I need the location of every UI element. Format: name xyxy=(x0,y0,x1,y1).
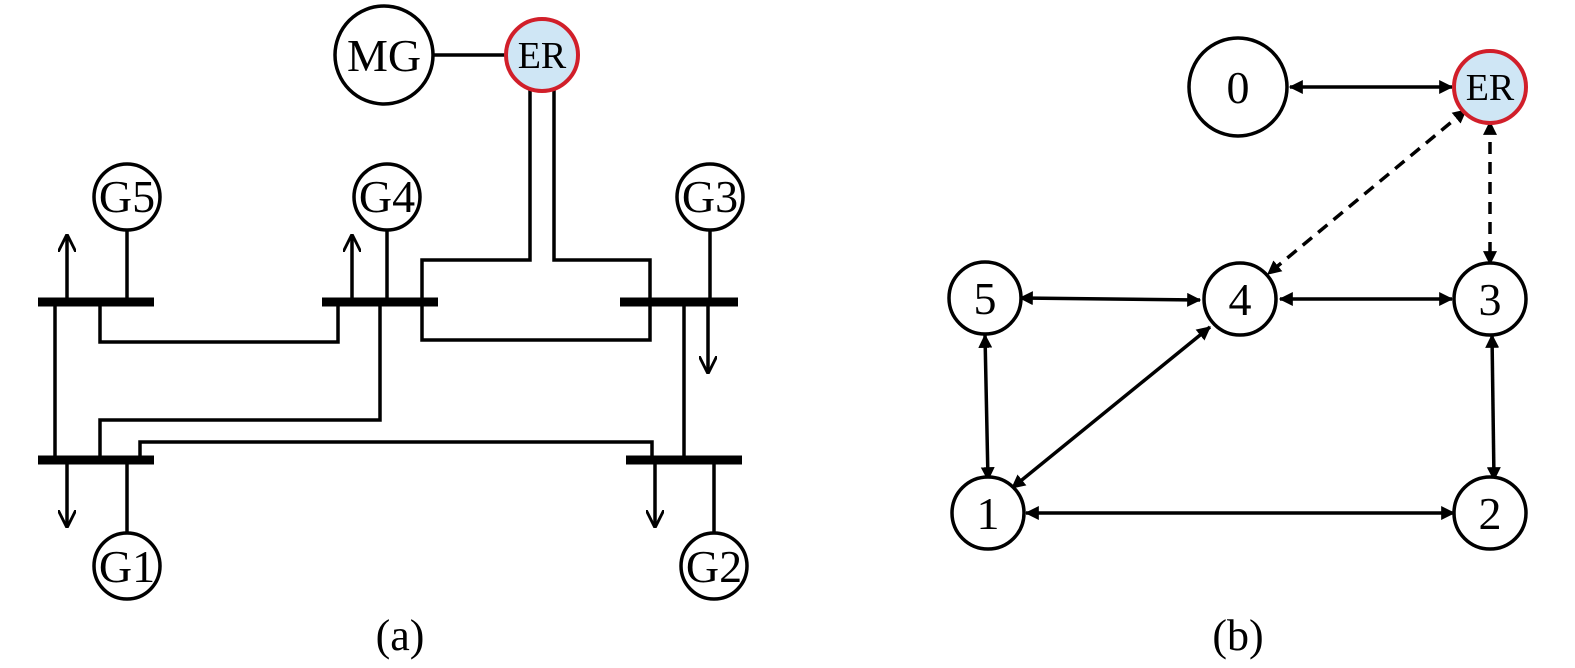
graph-node-1: 1 xyxy=(950,475,1026,551)
graph-node-0: 0 xyxy=(1187,36,1289,138)
line-bus1-bus2 xyxy=(138,440,654,460)
edge-4-1 xyxy=(1010,325,1212,490)
microgrid-node: MG xyxy=(333,4,435,106)
graph-node-2: 2 xyxy=(1452,475,1528,551)
caption-a: (a) xyxy=(376,611,425,660)
node-label: ER xyxy=(1466,67,1515,109)
generator-label: G4 xyxy=(359,171,415,222)
graph-node-er: ER xyxy=(1452,49,1528,125)
edge-3-2 xyxy=(1485,333,1501,482)
line-bus4-bus3 xyxy=(420,302,652,342)
node-label: 3 xyxy=(1479,274,1502,325)
graph-node-5: 5 xyxy=(947,260,1023,336)
generator-g2: G2 xyxy=(679,531,749,601)
microgrid-label: MG xyxy=(347,30,421,81)
generator-g4: G4 xyxy=(352,162,422,232)
line-er-bus3 xyxy=(552,88,652,302)
edge-5-1 xyxy=(978,333,995,482)
line-bus5-bus4 xyxy=(98,302,340,344)
generator-label: G5 xyxy=(99,171,155,222)
line-bus4-bus1 xyxy=(98,302,382,460)
generator-label: G3 xyxy=(682,171,738,222)
node-label: 0 xyxy=(1227,62,1250,113)
node-label: 4 xyxy=(1229,274,1252,325)
panel-a: G5 G4 G3 G1 G2 MG ER (a) xyxy=(38,4,749,660)
graph-node-4: 4 xyxy=(1202,261,1278,337)
generator-g5: G5 xyxy=(92,162,162,232)
edge-er-4 xyxy=(1266,108,1468,276)
panel-b: 0 ER 5 4 3 1 2 (b) xyxy=(947,36,1528,660)
energy-router-label: ER xyxy=(518,35,567,77)
node-label: 2 xyxy=(1479,488,1502,539)
edge-5-4 xyxy=(1018,291,1202,307)
graph-node-3: 3 xyxy=(1452,261,1528,337)
generator-label: G2 xyxy=(686,541,742,592)
generator-g1: G1 xyxy=(92,531,162,601)
caption-b: (b) xyxy=(1212,611,1263,660)
generator-g3: G3 xyxy=(675,162,745,232)
generator-label: G1 xyxy=(99,541,155,592)
line-er-bus4 xyxy=(420,88,532,302)
energy-router-node: ER xyxy=(504,17,580,93)
node-label: 5 xyxy=(974,273,997,324)
node-label: 1 xyxy=(977,488,1000,539)
